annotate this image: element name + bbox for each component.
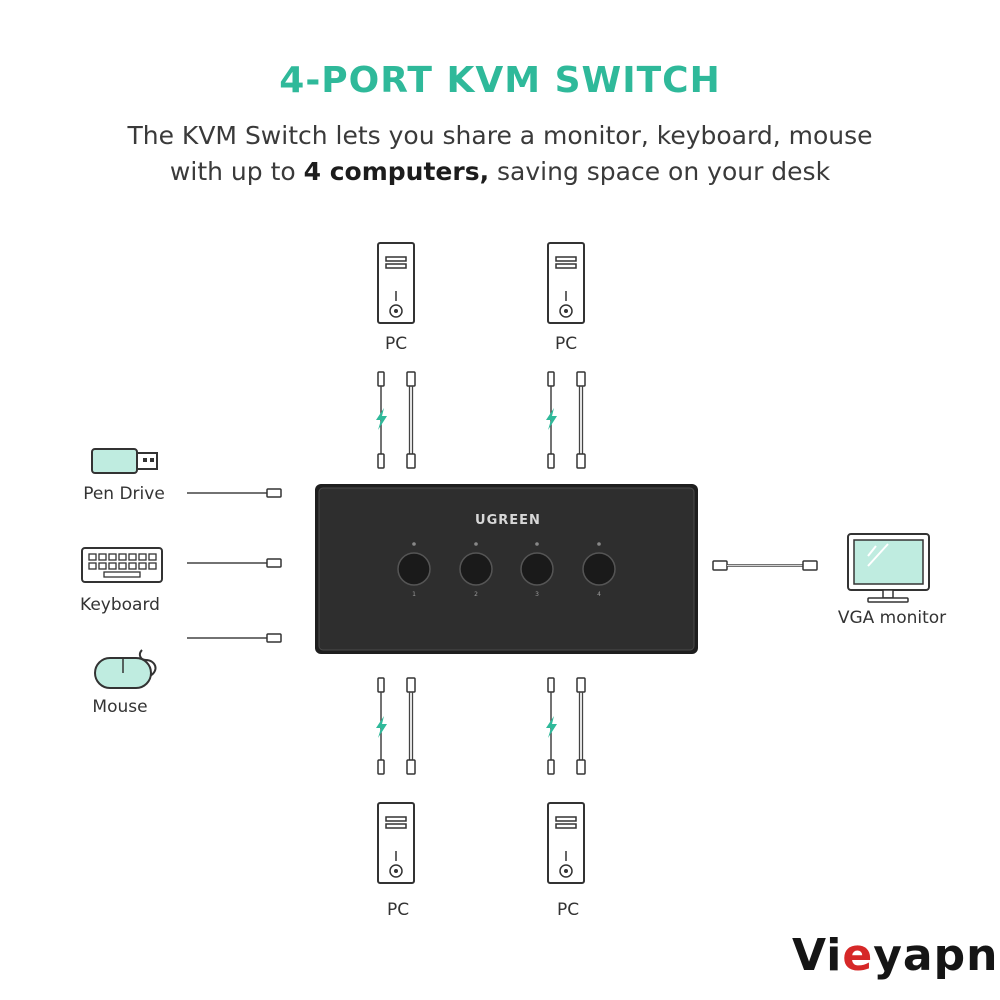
- port-number-label: 2: [474, 591, 478, 598]
- pen-drive-icon: [91, 448, 158, 474]
- pc-tower-icon: [377, 802, 415, 884]
- pc-label: PC: [554, 334, 578, 354]
- port-number-label: 4: [597, 591, 601, 598]
- subtitle-emphasis: 4 computers,: [303, 157, 490, 186]
- vga-monitor-label: VGA monitor: [837, 608, 947, 628]
- port-button-2[interactable]: 2: [459, 542, 493, 598]
- watermark-part-2: e: [842, 930, 874, 981]
- vga-cable: [712, 560, 818, 571]
- pen-drive-label: Pen Drive: [83, 484, 165, 504]
- kvm-switch: UGREEN 1 2 3 4: [315, 484, 698, 654]
- mouse-cable: [187, 633, 282, 643]
- port-button-1[interactable]: 1: [397, 542, 431, 598]
- pen-drive-cable: [187, 488, 282, 498]
- vga-monitor-icon: [847, 533, 930, 603]
- port-button-3[interactable]: 3: [520, 542, 554, 598]
- subtitle-suffix: saving space on your desk: [489, 157, 831, 186]
- page-title: 4-PORT KVM SWITCH: [279, 60, 721, 101]
- watermark-logo: Vieyapn: [792, 930, 998, 981]
- switch-brand-label: UGREEN: [475, 513, 541, 528]
- page-subtitle: The KVM Switch lets you share a monitor,…: [0, 118, 1000, 190]
- mouse-label: Mouse: [92, 697, 148, 717]
- subtitle-line-1: The KVM Switch lets you share a monitor,…: [127, 121, 873, 150]
- pc-cable-pair: [376, 371, 416, 469]
- pc-cable-pair: [376, 677, 416, 775]
- mouse-icon: [94, 649, 157, 689]
- pc-tower-icon: [377, 242, 415, 324]
- pc-cable-pair: [546, 677, 586, 775]
- keyboard-cable: [187, 558, 282, 568]
- pc-label: PC: [556, 900, 580, 920]
- pc-tower-icon: [547, 802, 585, 884]
- port-number-label: 1: [412, 591, 416, 598]
- port-button-4[interactable]: 4: [582, 542, 616, 598]
- watermark-part-1: Vi: [792, 930, 843, 981]
- pc-label: PC: [386, 900, 410, 920]
- pc-cable-pair: [546, 371, 586, 469]
- pc-tower-icon: [547, 242, 585, 324]
- watermark-part-3: yapn: [873, 930, 999, 981]
- pc-label: PC: [384, 334, 408, 354]
- subtitle-prefix: with up to: [169, 157, 304, 186]
- keyboard-icon: [81, 547, 163, 583]
- port-number-label: 3: [535, 591, 539, 598]
- keyboard-label: Keyboard: [80, 595, 160, 615]
